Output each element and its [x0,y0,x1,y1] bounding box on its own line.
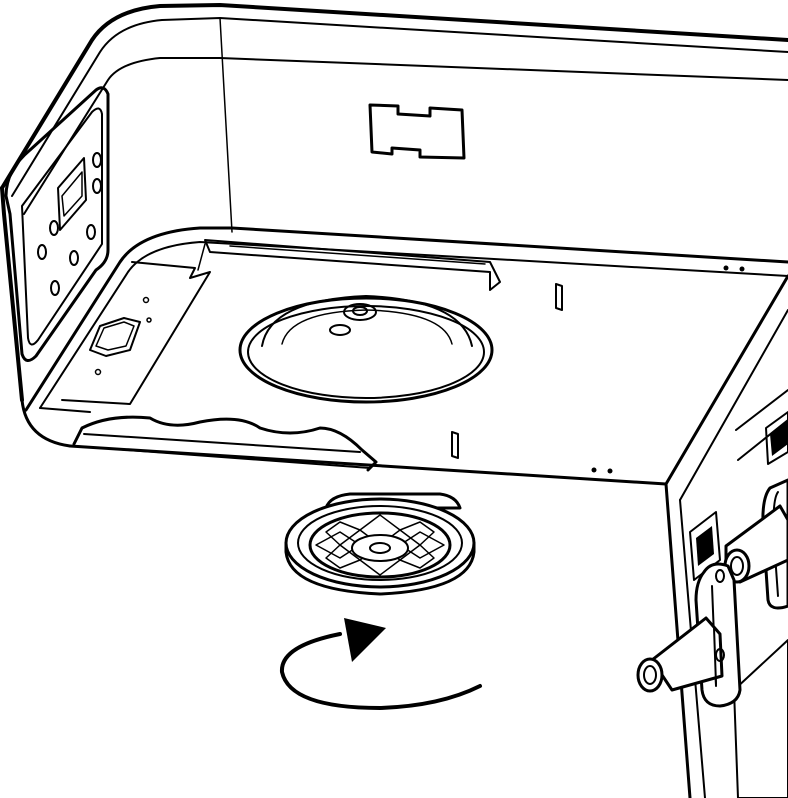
filter-cap [284,492,476,596]
drain-opening [238,295,494,404]
front-handle [636,562,742,708]
right-side-wall [689,389,788,798]
back-wall-plate [368,103,466,160]
tray-floor [61,239,745,474]
control-panel [4,86,110,362]
counterclockwise-rotation-arrow [279,618,482,710]
